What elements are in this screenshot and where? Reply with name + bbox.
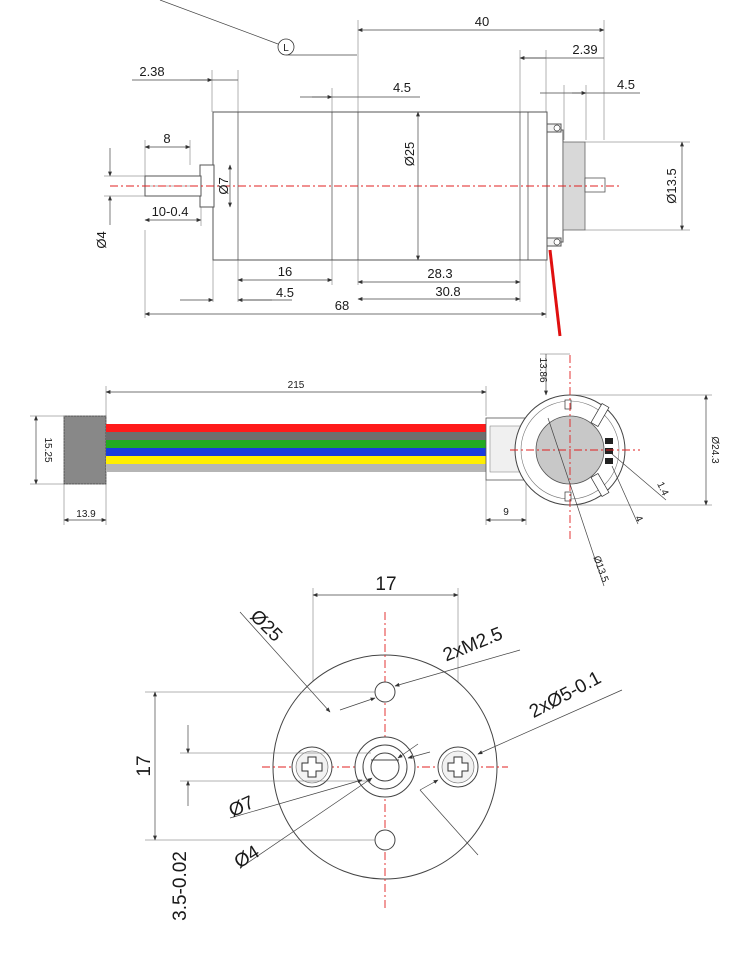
motor-body (212, 111, 548, 261)
dim-68: 68 (335, 298, 349, 313)
dim-16: 16 (278, 264, 292, 279)
dim-2x-phi5: 2xØ5-0.1 (526, 668, 605, 723)
dim-2-38: 2.38 (139, 64, 164, 79)
dim-phi25-front: Ø25 (246, 606, 286, 646)
dim-30-8: 30.8 (435, 284, 460, 299)
dim-1-4: 1.4 (654, 480, 670, 498)
dim-phi13-5-encoder: Ø13.5 (591, 554, 611, 584)
dim-28-3: 28.3 (427, 266, 452, 281)
dim-215: 215 (288, 380, 305, 391)
dim-13-9: 13.9 (76, 509, 96, 520)
dim-phi7-front: Ø7 (226, 792, 258, 822)
m2-5-hole-top (374, 681, 396, 703)
dim-phi13-5: Ø13.5 (664, 168, 679, 203)
dim-phi4-front: Ø4 (231, 841, 264, 872)
red-wire (548, 249, 562, 337)
dim-4-5-right: 4.5 (617, 77, 635, 92)
dim-17-left: 17 (134, 755, 155, 776)
screw-right (437, 746, 479, 788)
dim-17-top: 17 (375, 574, 396, 595)
dim-phi24-3: Ø24.3 (709, 436, 720, 464)
wire-bundle (106, 424, 486, 472)
dim-phi7: Ø7 (216, 177, 231, 194)
dim-8: 8 (163, 131, 170, 146)
dim-13-86: 13.86 (537, 357, 548, 382)
dim-40: 40 (475, 14, 489, 29)
cable-view: 215 15.25 13.9 9 13.86 (30, 353, 720, 587)
dim-4-5-top: 4.5 (393, 80, 411, 95)
dim-4: 4 (632, 514, 645, 524)
dim-phi4: Ø4 (94, 231, 109, 248)
dim-phi25: Ø25 (402, 142, 417, 167)
m2-5-hole-bottom (374, 829, 396, 851)
dim-9: 9 (503, 507, 509, 518)
cable-connector (63, 415, 107, 485)
dim-2-39: 2.39 (572, 42, 597, 57)
dim-10-0-4: 10-0.4 (152, 204, 189, 219)
dim-15-25: 15.25 (42, 437, 53, 462)
dim-4-5-bottom: 4.5 (276, 285, 294, 300)
dim-2xm2-5: 2xM2.5 (440, 623, 506, 666)
screw-left (291, 746, 333, 788)
front-view: 17 Ø25 2xM2.5 (134, 574, 623, 921)
label-l: L (283, 43, 289, 54)
output-shaft-end (370, 752, 400, 782)
dim-3-5-0-02: 3.5-0.02 (170, 851, 191, 921)
side-view: L 40 2.39 2.38 4.5 4.5 8 (94, 0, 690, 337)
